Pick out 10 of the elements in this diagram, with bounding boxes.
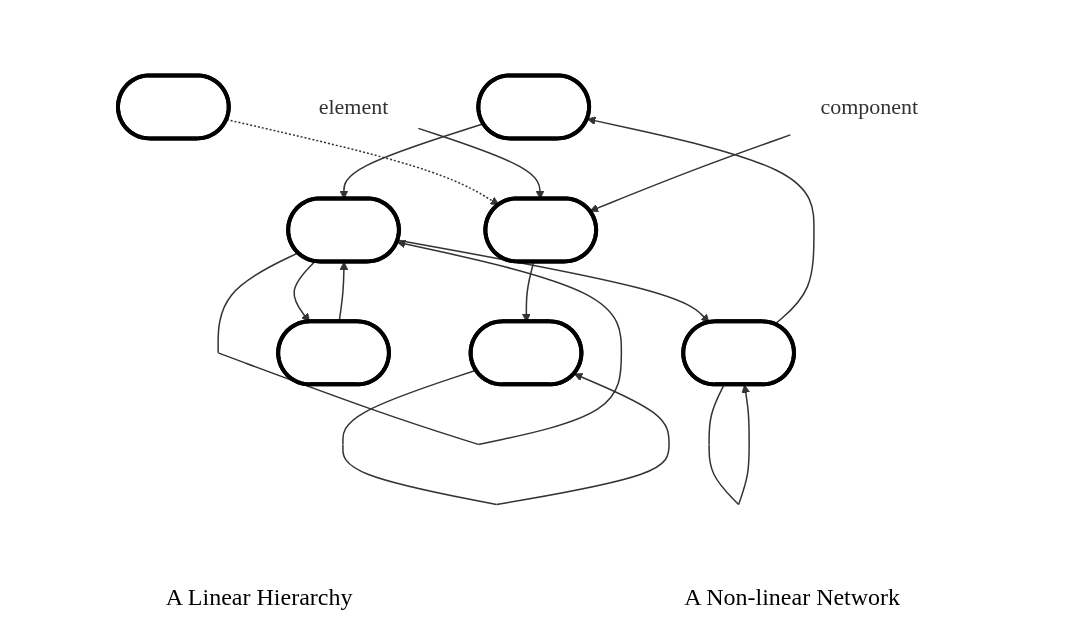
arrow	[586, 116, 815, 325]
node-text: component	[820, 94, 919, 120]
diagram-caption: A Non-linear Network	[684, 584, 901, 611]
diagram-caption: A Linear Hierarchy	[165, 584, 353, 611]
arrow	[342, 369, 670, 506]
arrow	[708, 384, 750, 506]
arrow	[589, 134, 792, 213]
arrow	[217, 239, 623, 446]
arrow	[397, 239, 710, 323]
node-text: element	[318, 94, 389, 120]
